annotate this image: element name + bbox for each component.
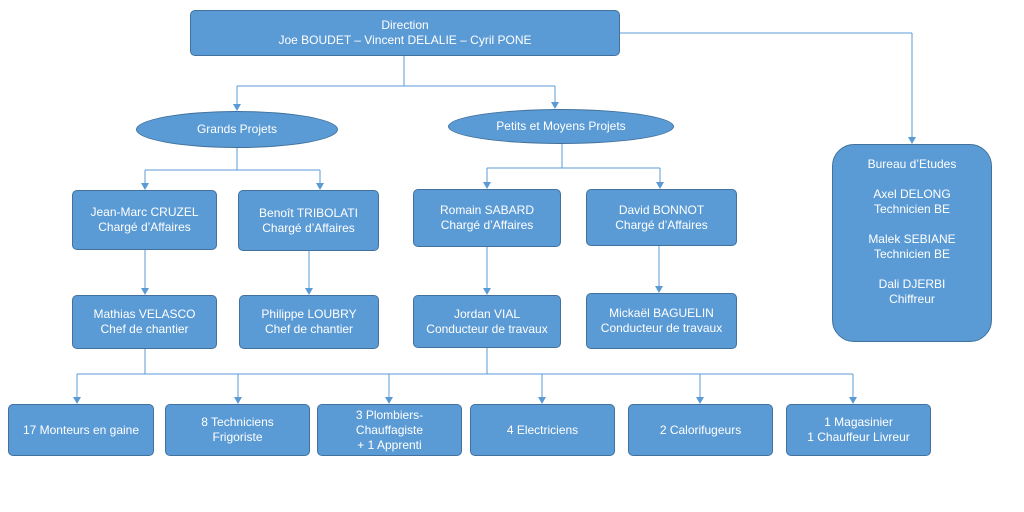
team-box-monteurs: 17 Monteurs en gaine: [8, 404, 154, 456]
charge-box-tribolati: Benoît TRIBOLATI Chargé d’Affaires: [238, 190, 379, 251]
petits-projets-ellipse: Petits et Moyens Projets: [448, 109, 674, 144]
charge-name: Romain SABARD: [439, 203, 535, 217]
team-line: 3 Plombiers-: [355, 407, 424, 422]
chef-role: Conducteur de travaux: [426, 321, 548, 336]
charge-box-sabard: Romain SABARD Chargé d’Affaires: [413, 189, 561, 247]
team-box-magasinier: 1 Magasinier 1 Chauffeur Livreur: [786, 404, 931, 456]
charge-box-bonnot: David BONNOT Chargé d’Affaires: [586, 189, 737, 246]
bureau-member-name: Axel DELONG: [873, 187, 951, 201]
direction-title: Direction: [381, 18, 429, 32]
chef-box-loubry: Philippe LOUBRY Chef de chantier: [239, 295, 379, 349]
bureau-etudes-box: Bureau d’Etudes Axel DELONG Technicien B…: [832, 144, 992, 342]
chef-role: Chef de chantier: [264, 322, 354, 336]
team-line: + 1 Apprenti: [357, 437, 422, 452]
chef-name: Mickaël BAGUELIN: [609, 306, 714, 320]
team-line: 17 Monteurs en gaine: [22, 422, 140, 437]
grands-projets-ellipse: Grands Projets: [136, 111, 338, 148]
team-line: 8 Techniciens: [201, 415, 274, 429]
bureau-member-role: Technicien BE: [873, 247, 951, 261]
chef-box-baguelin: Mickaël BAGUELIN Conducteur de travaux: [586, 293, 737, 349]
chef-box-vial: Jordan VIAL Conducteur de travaux: [413, 295, 561, 348]
charge-name: Jean-Marc CRUZEL: [90, 205, 199, 219]
chef-name: Philippe LOUBRY: [261, 307, 357, 321]
chef-name: Mathias VELASCO: [93, 307, 196, 321]
bureau-member-role: Chiffreur: [889, 292, 935, 306]
charge-name: Benoît TRIBOLATI: [259, 205, 358, 220]
chef-name: Jordan VIAL: [453, 306, 521, 321]
bureau-member-name: Malek SEBIANE: [868, 232, 956, 246]
charge-role: Chargé d’Affaires: [615, 217, 708, 232]
chef-box-velasco: Mathias VELASCO Chef de chantier: [72, 295, 217, 349]
direction-members: Joe BOUDET – Vincent DELALIE – Cyril PON…: [278, 33, 532, 47]
charge-box-cruzel: Jean-Marc CRUZEL Chargé d’Affaires: [72, 190, 217, 250]
team-line: 1 Magasinier: [824, 415, 893, 429]
team-box-calorifugeurs: 2 Calorifugeurs: [628, 404, 773, 456]
bureau-member-name: Dali DJERBI: [878, 277, 946, 291]
chef-role: Chef de chantier: [100, 322, 189, 336]
team-box-plombiers: 3 Plombiers- Chauffagiste + 1 Apprenti: [317, 404, 462, 456]
team-box-techniciens: 8 Techniciens Frigoriste: [165, 404, 310, 456]
team-line: 1 Chauffeur Livreur: [807, 430, 910, 444]
petits-projets-label: Petits et Moyens Projets: [496, 119, 626, 133]
team-box-electriciens: 4 Electriciens: [470, 404, 615, 456]
direction-box: Direction Joe BOUDET – Vincent DELALIE –…: [190, 10, 620, 56]
charge-name: David BONNOT: [618, 202, 705, 217]
team-line: 4 Electriciens: [506, 422, 579, 437]
team-line: Chauffagiste: [355, 422, 424, 437]
chef-role: Conducteur de travaux: [600, 321, 723, 335]
charge-role: Chargé d’Affaires: [262, 220, 355, 235]
team-line: 2 Calorifugeurs: [659, 422, 742, 437]
grands-projets-label: Grands Projets: [196, 122, 278, 136]
charge-role: Chargé d’Affaires: [440, 218, 534, 232]
bureau-title: Bureau d’Etudes: [867, 157, 957, 171]
charge-role: Chargé d’Affaires: [98, 220, 191, 234]
team-line: Frigoriste: [212, 430, 263, 444]
bureau-member-role: Technicien BE: [873, 202, 951, 216]
